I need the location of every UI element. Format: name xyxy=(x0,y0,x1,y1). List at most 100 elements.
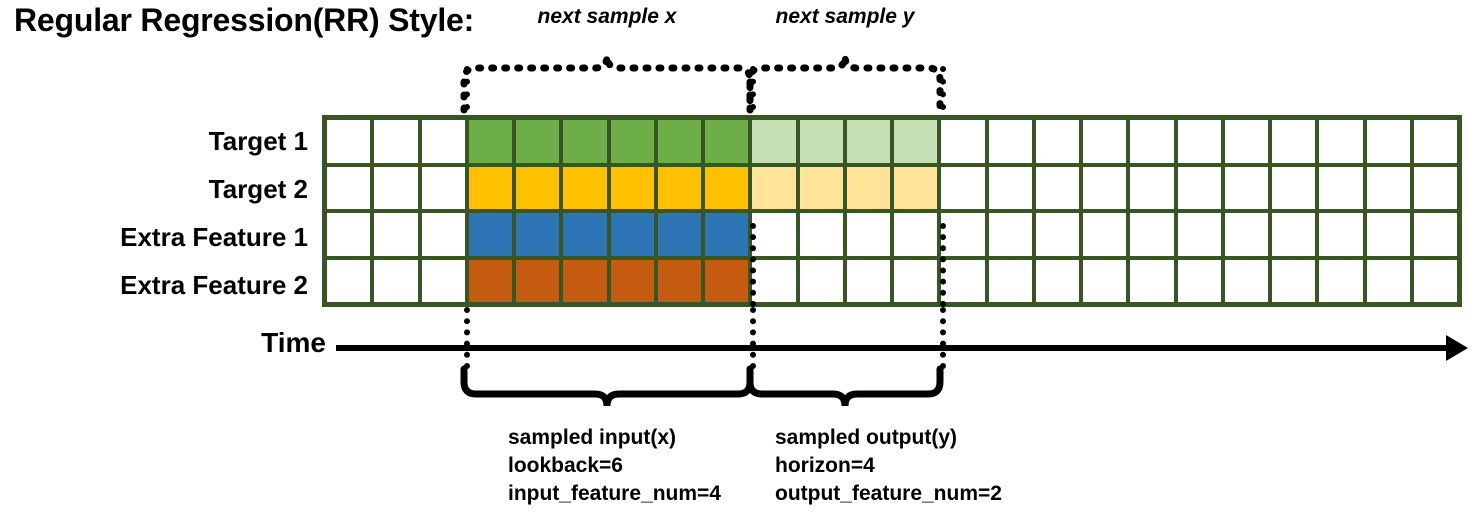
grid-cell xyxy=(516,120,564,163)
grid-cell xyxy=(563,120,611,163)
grid-cell xyxy=(563,213,611,256)
grid-cell xyxy=(421,213,469,256)
grid-cell xyxy=(799,120,847,163)
grid-cell xyxy=(1224,166,1272,209)
grid-cell xyxy=(468,120,516,163)
time-axis-label: Time xyxy=(261,327,326,358)
grid-cell xyxy=(1319,213,1367,256)
sampled-input-lookback: lookback=6 xyxy=(508,453,623,477)
grid-cell xyxy=(610,120,658,163)
sampled-input-feature-num: input_feature_num=4 xyxy=(508,481,721,505)
grid-cell xyxy=(1177,213,1225,256)
grid-cell xyxy=(657,259,705,302)
guide-line-input-end-mid xyxy=(750,223,756,307)
grid-cell xyxy=(1224,120,1272,163)
sampled-output-block: sampled output(y) horizon=4 output_featu… xyxy=(775,424,1002,508)
grid-cell xyxy=(327,259,375,302)
grid-cell xyxy=(421,259,469,302)
row-label-extra-feature-1-wrap: Extra Feature 1 xyxy=(8,224,314,250)
grid-cell xyxy=(894,259,942,302)
grid-cell xyxy=(1177,166,1225,209)
grid-cell xyxy=(1272,120,1320,163)
grid-cell xyxy=(468,213,516,256)
grid-cell xyxy=(610,259,658,302)
brace-sampled-output xyxy=(746,365,944,407)
grid-cell xyxy=(1413,166,1457,209)
grid-cell xyxy=(705,213,753,256)
grid-cell xyxy=(516,259,564,302)
brace-sampled-input xyxy=(460,365,754,407)
guide-line-output-end-mid xyxy=(940,223,946,307)
sampled-input-block: sampled input(x) lookback=6 input_featur… xyxy=(508,424,721,508)
grid-cell xyxy=(468,166,516,209)
guide-line-output-end xyxy=(940,66,946,110)
grid-cell xyxy=(846,166,894,209)
row-label-target-1-wrap: Target 1 xyxy=(8,128,314,154)
grid-cell xyxy=(1035,120,1083,163)
grid-cell xyxy=(846,120,894,163)
grid-cell xyxy=(1177,120,1225,163)
next-sample-y-label: next sample y xyxy=(775,5,915,28)
grid-cell xyxy=(1366,259,1414,302)
row-label-target-1: Target 1 xyxy=(208,126,308,156)
row-label-target-2: Target 2 xyxy=(208,174,308,204)
grid-cell xyxy=(1083,259,1131,302)
grid-cell xyxy=(374,166,422,209)
grid-cell xyxy=(705,120,753,163)
grid-cell xyxy=(752,120,800,163)
guide-line-output-end-lower xyxy=(940,307,946,369)
time-axis-arrow-icon xyxy=(1446,335,1468,361)
grid-cell xyxy=(468,259,516,302)
grid-cell xyxy=(1319,120,1367,163)
grid-cell xyxy=(752,259,800,302)
grid-cell xyxy=(799,259,847,302)
grid-cell xyxy=(610,213,658,256)
grid-cell xyxy=(799,166,847,209)
grid-cell xyxy=(894,120,942,163)
grid-cell xyxy=(1224,213,1272,256)
grid-cell xyxy=(988,259,1036,302)
grid-cell xyxy=(1413,120,1457,163)
grid-cell xyxy=(1319,259,1367,302)
grid-cell xyxy=(1083,120,1131,163)
grid-cell xyxy=(941,166,989,209)
grid-cell xyxy=(1366,166,1414,209)
grid-cell xyxy=(752,166,800,209)
grid-cell xyxy=(421,166,469,209)
grid-cell xyxy=(941,213,989,256)
grid-cell xyxy=(846,259,894,302)
grid-cell xyxy=(1366,213,1414,256)
grid-cell xyxy=(988,120,1036,163)
grid-cell xyxy=(894,166,942,209)
grid-cell xyxy=(1413,213,1457,256)
sampled-output-title: sampled output(y) xyxy=(775,426,957,449)
grid-cell xyxy=(1319,166,1367,209)
grid-cell xyxy=(657,120,705,163)
grid-cell xyxy=(327,120,375,163)
grid-cell xyxy=(563,259,611,302)
grid-row-extra-feature-2 xyxy=(327,259,1457,302)
grid-cell xyxy=(752,213,800,256)
grid-cell xyxy=(563,166,611,209)
brace-next-sample-y xyxy=(746,55,944,114)
grid-cell xyxy=(327,166,375,209)
row-label-target-2-wrap: Target 2 xyxy=(8,176,314,202)
row-label-extra-feature-2: Extra Feature 2 xyxy=(120,270,308,300)
grid-cell xyxy=(846,213,894,256)
grid-cell xyxy=(1035,259,1083,302)
grid-cell xyxy=(421,120,469,163)
sampled-output-horizon: horizon=4 xyxy=(775,453,875,477)
grid-cell xyxy=(941,120,989,163)
grid-row-extra-feature-1 xyxy=(327,213,1457,260)
time-axis-line xyxy=(336,345,1454,351)
grid-row-target-2 xyxy=(327,166,1457,213)
grid-cell xyxy=(1035,166,1083,209)
grid-cell xyxy=(516,166,564,209)
next-sample-x-label: next sample x xyxy=(537,5,677,28)
grid-cell xyxy=(1130,120,1178,163)
timeseries-grid xyxy=(322,115,1462,307)
guide-line-input-end xyxy=(750,66,756,110)
guide-line-input-end-lower xyxy=(750,307,756,369)
grid-row-target-1 xyxy=(327,120,1457,167)
